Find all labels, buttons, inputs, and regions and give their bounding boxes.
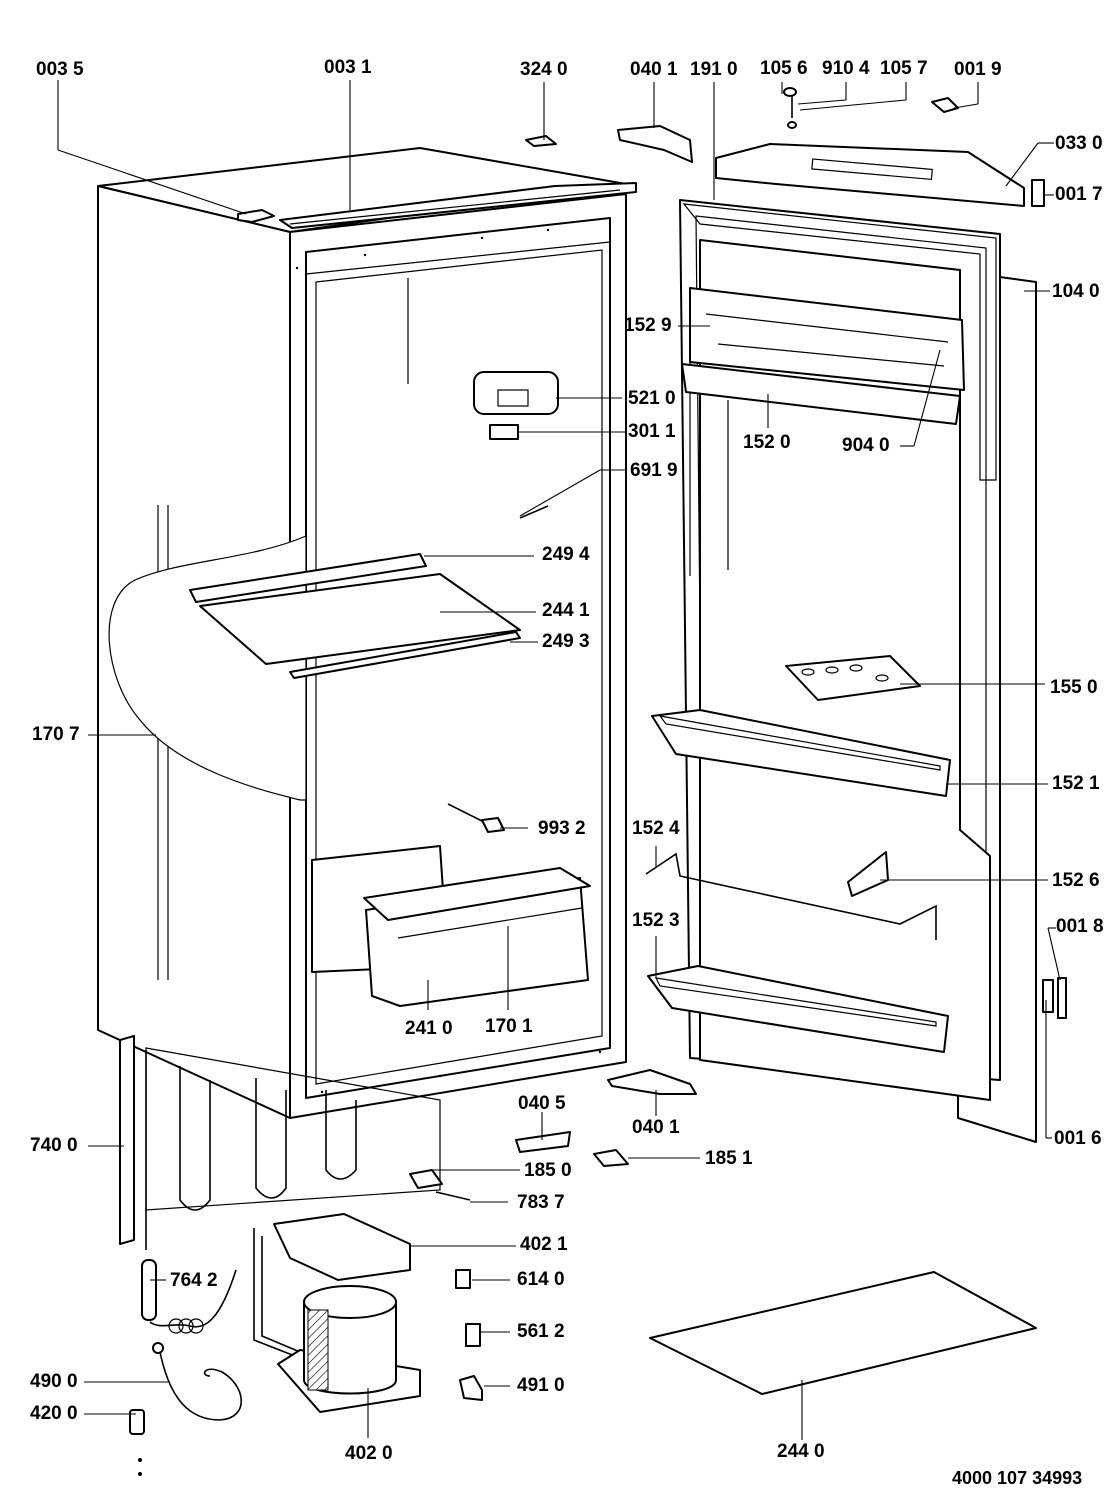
screw [783, 87, 797, 129]
document-number: 4000 107 34993 [952, 1468, 1083, 1488]
power-cord [152, 1342, 243, 1421]
drain-tube [435, 1191, 471, 1201]
leader-lines [57, 80, 1061, 1440]
part-label-614-0: 614 0 [517, 1269, 565, 1290]
capacitor [129, 1409, 145, 1476]
part-label-420-0: 420 0 [30, 1403, 78, 1424]
part-label-185-1: 185 1 [705, 1148, 753, 1169]
compressor [277, 1285, 421, 1413]
upper-hinge [617, 125, 693, 163]
part-label-910-4: 910 4 [822, 58, 870, 79]
part-label-185-0: 185 0 [524, 1160, 572, 1181]
part-label-040-1-bottom: 040 1 [632, 1117, 680, 1138]
filter-dryer [141, 1259, 237, 1334]
evaporation-tray [253, 1213, 411, 1359]
part-label-993-2: 993 2 [538, 818, 586, 839]
condenser [119, 1035, 441, 1250]
clip [525, 135, 557, 147]
part-label-324-0: 324 0 [520, 59, 568, 80]
part-label-170-7: 170 7 [32, 724, 80, 745]
cap [931, 97, 959, 113]
part-label-001-8: 001 8 [1056, 916, 1104, 937]
part-label-040-1-top: 040 1 [630, 59, 678, 80]
part-label-402-0: 402 0 [345, 1443, 393, 1464]
part-label-155-0: 155 0 [1050, 677, 1098, 698]
bottle-shelf [647, 965, 949, 1053]
part-label-740-0: 740 0 [30, 1135, 78, 1156]
part-label-001-6: 001 6 [1054, 1128, 1102, 1149]
bottle-retainer [645, 852, 937, 940]
part-label-152-1: 152 1 [1052, 773, 1100, 794]
part-label-490-0: 490 0 [30, 1371, 78, 1392]
part-label-104-0: 104 0 [1052, 281, 1100, 302]
door-latch [1042, 977, 1067, 1019]
relay [455, 1269, 471, 1289]
part-label-152-0: 152 0 [743, 432, 791, 453]
part-label-764-2: 764 2 [170, 1270, 218, 1291]
part-label-691-9: 691 9 [630, 460, 678, 481]
sensor [519, 505, 549, 519]
part-label-003-5: 003 5 [36, 59, 84, 80]
part-label-170-1: 170 1 [485, 1016, 533, 1037]
crisper [311, 845, 591, 1007]
part-label-152-3: 152 3 [632, 910, 680, 931]
door-shelf [651, 709, 951, 797]
part-label-152-6: 152 6 [1052, 870, 1100, 891]
door-mounting-rail [715, 143, 1045, 207]
part-label-003-1: 003 1 [324, 57, 372, 78]
part-label-301-1: 301 1 [628, 421, 676, 442]
part-label-561-2: 561 2 [517, 1321, 565, 1342]
part-label-491-0: 491 0 [517, 1375, 565, 1396]
part-label-191-0: 191 0 [690, 59, 738, 80]
foot-185-1 [593, 1149, 629, 1167]
glass-shelf [189, 553, 521, 679]
dairy-compartment [681, 287, 965, 425]
overload-protector [465, 1323, 481, 1347]
part-label-040-5: 040 5 [518, 1093, 566, 1114]
part-label-402-1: 402 1 [520, 1234, 568, 1255]
part-label-244-0: 244 0 [777, 1441, 825, 1462]
part-label-244-1: 244 1 [542, 600, 590, 621]
part-label-001-9: 001 9 [954, 59, 1002, 80]
hinge-cover [515, 1131, 571, 1153]
part-label-904-0: 904 0 [842, 435, 890, 456]
part-label-033-0: 033 0 [1055, 133, 1103, 154]
terminal-cover [459, 1375, 483, 1401]
part-label-105-6: 105 6 [760, 58, 808, 79]
part-label-152-9: 152 9 [624, 315, 672, 336]
drain-plug [447, 803, 505, 833]
part-label-241-0: 241 0 [405, 1018, 453, 1039]
part-label-001-7: 001 7 [1055, 184, 1103, 205]
part-label-152-4: 152 4 [632, 818, 680, 839]
part-label-105-7: 105 7 [880, 58, 928, 79]
part-label-249-3: 249 3 [542, 631, 590, 652]
glass-plate [649, 1271, 1037, 1395]
egg-tray [785, 655, 921, 701]
lower-hinge [607, 1069, 697, 1095]
part-label-249-4: 249 4 [542, 544, 590, 565]
part-label-783-7: 783 7 [517, 1192, 565, 1213]
thermostat [473, 371, 559, 440]
part-label-521-0: 521 0 [628, 388, 676, 409]
foot-185-0 [409, 1169, 443, 1189]
